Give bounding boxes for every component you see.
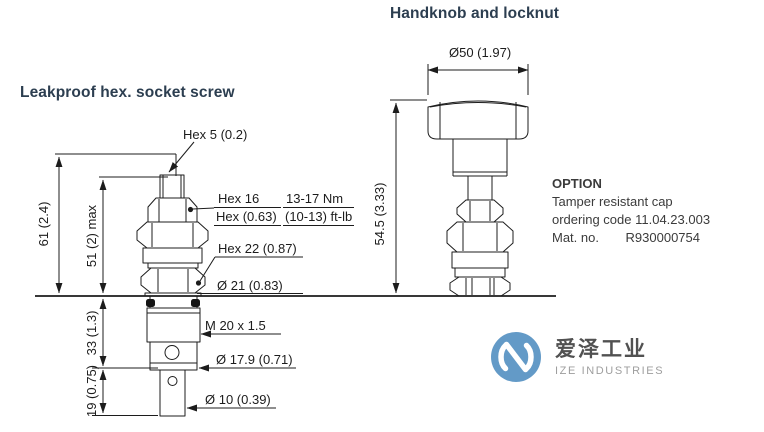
label-hex22: Hex 22 (0.87) <box>218 241 297 256</box>
left-diagram-title: Leakproof hex. socket screw <box>20 84 235 101</box>
material-number-value: R930000754 <box>625 230 700 245</box>
label-hex16-metric: Hex 16 <box>218 191 259 206</box>
dim-adjust-max: 51 (2) max <box>84 204 99 267</box>
label-torque-nm: 13-17 Nm <box>286 191 343 206</box>
label-thread-m20: M 20 x 1.5 <box>205 318 266 333</box>
right-dimension-lines <box>390 64 529 294</box>
option-note: OPTION Tamper resistant cap ordering cod… <box>552 175 711 247</box>
right-diagram-title: Handknob and locknut <box>390 5 560 22</box>
ize-logo-mark-icon <box>491 332 541 382</box>
company-logo: 爱泽工业 IZE INDUSTRIES <box>490 331 664 383</box>
logo-text: 爱泽工业 IZE INDUSTRIES <box>555 338 664 377</box>
label-dia17-9: Ø 17.9 (0.71) <box>216 352 293 367</box>
dim-knob-diameter: Ø50 (1.97) <box>449 45 511 60</box>
left-leader-lines <box>168 141 354 412</box>
dim-knob-height: 54.5 (3.33) <box>372 183 387 246</box>
dim-pin-length: 19 (0.75) <box>84 365 99 417</box>
label-dia10: Ø 10 (0.39) <box>205 392 271 407</box>
logo-text-english: IZE INDUSTRIES <box>555 364 665 377</box>
dim-overall-height: 61 (2.4) <box>36 202 51 247</box>
label-torque-ftlb: (10-13) ft-lb <box>285 209 352 224</box>
seal-ring-left <box>146 299 155 307</box>
label-dia21: Ø 21 (0.83) <box>217 278 283 293</box>
logo-text-chinese: 爱泽工业 <box>555 337 647 361</box>
label-hex5: Hex 5 (0.2) <box>183 127 247 142</box>
screw-valve-drawing <box>136 174 209 417</box>
option-line-tamper-cap: Tamper resistant cap <box>552 194 673 209</box>
label-hex16-inch: Hex (0.63) <box>216 209 277 224</box>
seal-ring-right <box>191 299 200 307</box>
handknob-drawing <box>427 100 529 297</box>
dim-body-length: 33 (1.3) <box>84 311 99 356</box>
left-dimension-lines <box>55 153 177 416</box>
option-heading: OPTION <box>552 176 602 191</box>
option-line-ordering-code: ordering code 11.04.23.003 <box>552 212 711 227</box>
option-material-row: Mat. no. R930000754 <box>552 229 700 247</box>
material-number-label: Mat. no. <box>552 230 599 245</box>
